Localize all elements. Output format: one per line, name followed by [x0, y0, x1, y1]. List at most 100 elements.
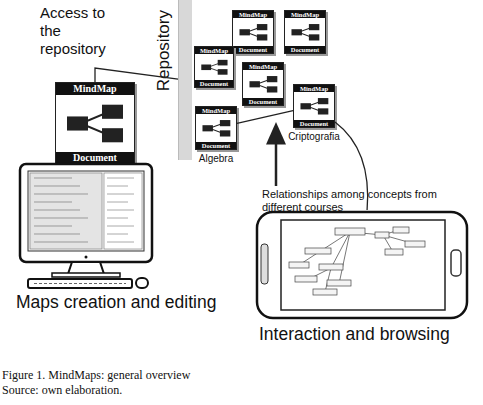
- screen-line: [34, 194, 88, 195]
- mindmap-document: MindMapDocument: [232, 10, 274, 54]
- document-frame: MindMapDocument: [242, 62, 284, 106]
- editor-pane: [30, 173, 102, 249]
- map-box: [266, 76, 276, 82]
- repository-band: Repository: [150, 0, 192, 136]
- document-header: MindMap: [285, 11, 325, 18]
- map-box: [102, 128, 123, 142]
- pointer-arrow: [275, 132, 278, 186]
- map-box: [67, 116, 88, 130]
- screen-line: [34, 218, 88, 219]
- phone-screen: [281, 220, 445, 310]
- screen-line: [34, 210, 80, 211]
- phone-node: Interaction and browsing: [255, 210, 470, 347]
- document-footer: Document: [56, 152, 134, 164]
- mindmap-document: MindMapDocument: [242, 62, 284, 106]
- annotation-text: Relationships among concepts from differ…: [262, 188, 452, 214]
- mini-map-icon: [246, 74, 281, 95]
- map-box: [317, 108, 327, 114]
- map-box: [375, 232, 389, 238]
- connector-line: [335, 122, 368, 210]
- map-box: [385, 249, 403, 255]
- keyboard: [28, 279, 132, 288]
- document-header: MindMap: [56, 83, 134, 95]
- monitor: [20, 164, 152, 262]
- mini-map-icon: [288, 22, 323, 43]
- document-frame: MindMapDocument: [232, 10, 274, 54]
- monitor-stand: [68, 262, 104, 274]
- keyboard-keys: [34, 283, 126, 284]
- phone-body: [257, 212, 467, 318]
- map-box: [308, 24, 318, 30]
- map-box: [291, 29, 301, 35]
- mini-map-icon: [297, 96, 332, 117]
- map-link: [339, 232, 350, 284]
- phone-key: [261, 244, 268, 284]
- mini-map-icon: [236, 22, 271, 43]
- monitor-base: [52, 273, 120, 277]
- band-title: Repository: [154, 10, 174, 91]
- screen-line: [107, 234, 128, 235]
- document-header: MindMap: [243, 63, 283, 70]
- document-header: MindMap: [196, 107, 236, 114]
- mindmap-document: MindMapDocumentCriptografia: [293, 84, 335, 128]
- phone-illustration: [255, 210, 470, 322]
- mini-map-icon: [60, 100, 130, 147]
- mouse: [136, 278, 148, 288]
- map-box: [317, 98, 327, 104]
- screen-line: [107, 210, 134, 211]
- course-name: Criptografia: [273, 131, 355, 142]
- document-body: [288, 22, 323, 43]
- document-body: [60, 100, 130, 147]
- mindmap-document: MindMapDocumentAlgebra: [195, 106, 237, 150]
- map-box: [300, 103, 310, 109]
- map-box: [313, 289, 337, 295]
- screen-line: [34, 202, 72, 203]
- map-box: [405, 241, 425, 247]
- map-link: [331, 232, 350, 268]
- source-note: Source: own elaboration.: [2, 383, 302, 397]
- annotation-text: Access to the repository: [40, 4, 118, 58]
- map-box: [393, 227, 409, 233]
- map-box: [239, 29, 249, 35]
- map-box: [217, 69, 227, 75]
- screen-line: [107, 242, 134, 243]
- document-footer: Document: [294, 120, 334, 127]
- computer-node: Maps creation and editing: [12, 162, 202, 322]
- document-frame: MindMapDocument: [284, 10, 326, 54]
- document-frame: MindMapDocument: [293, 84, 335, 128]
- document-footer: Document: [195, 80, 233, 87]
- map-box: [219, 130, 229, 136]
- screen: [28, 171, 144, 251]
- document-footer: Document: [196, 142, 236, 149]
- map-box: [327, 280, 351, 286]
- power-led: [85, 256, 88, 259]
- screen-line: [107, 178, 134, 179]
- map-box: [305, 248, 331, 254]
- screen-line: [107, 218, 128, 219]
- screen-line: [107, 186, 128, 187]
- screen-line: [34, 178, 72, 179]
- map-box: [308, 34, 318, 40]
- document-footer: Document: [243, 98, 283, 105]
- course-name: Algebra: [175, 153, 257, 164]
- screen-line: [34, 186, 80, 187]
- document-header: MindMap: [294, 85, 334, 92]
- document-body: [199, 118, 234, 139]
- screen-line: [34, 234, 80, 235]
- map-box: [289, 262, 309, 268]
- map-box: [102, 104, 123, 118]
- mini-map-icon: [199, 118, 234, 139]
- screen-line: [34, 242, 88, 243]
- screen-line: [107, 194, 134, 195]
- map-box: [319, 264, 343, 270]
- mindmap-document: MindMapDocument: [284, 10, 326, 54]
- map-box: [201, 64, 211, 70]
- mindmap-document: MindMapDocument: [194, 46, 234, 88]
- mini-map-icon: [198, 58, 231, 77]
- document-frame: MindMapDocument: [55, 82, 135, 164]
- document-frame: MindMapDocument: [194, 46, 234, 88]
- map-box: [335, 228, 365, 235]
- document-frame: MindMapDocument: [195, 106, 237, 150]
